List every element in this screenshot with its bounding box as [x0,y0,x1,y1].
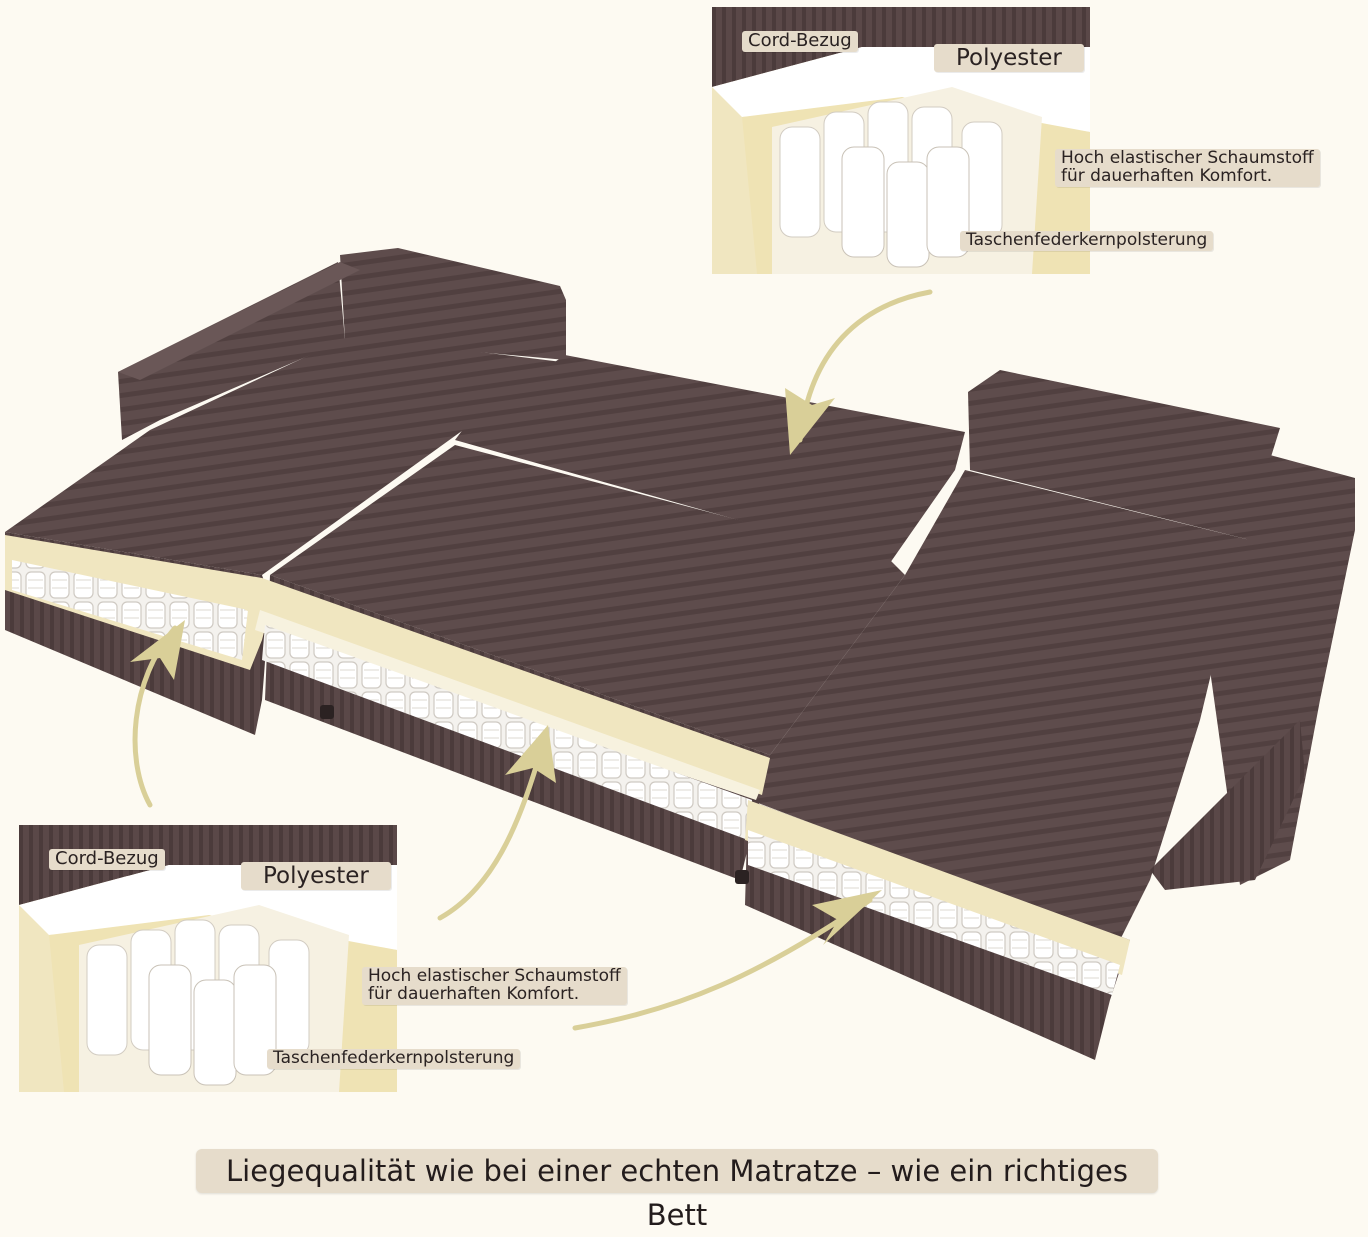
product-image: Cord-Bezug Polyester Hoch elastischer Sc… [5,7,1355,1232]
caption-banner: Liegequalität wie bei einer echten Matra… [196,1149,1158,1232]
sofa-bed-illustration [5,248,1355,1060]
bottom-layer-label: Polyester [241,862,391,891]
top-foam-label: Hoch elastischer Schaumstoff für dauerha… [1055,149,1320,187]
mattress-cutaway [5,535,1130,995]
top-spring-label: Taschenfederkernpolsterung [960,231,1214,251]
sofa-foot [320,705,334,719]
top-layer-label: Polyester [934,44,1084,73]
arrow-heads [130,388,882,945]
back-cushion [455,355,965,563]
pocket-springs [86,919,310,1086]
sofa-foot [735,870,749,884]
bottom-spring-label: Taschenfederkernpolsterung [267,1049,521,1069]
bottom-cover-label: Cord-Bezug [49,849,165,870]
pocket-springs [779,101,1003,268]
top-cutaway-inset [712,7,1090,274]
mattress-layer-illustration [712,7,1090,274]
bottom-foam-label: Hoch elastischer Schaumstoff für dauerha… [362,967,627,1005]
top-cover-label: Cord-Bezug [742,31,858,52]
